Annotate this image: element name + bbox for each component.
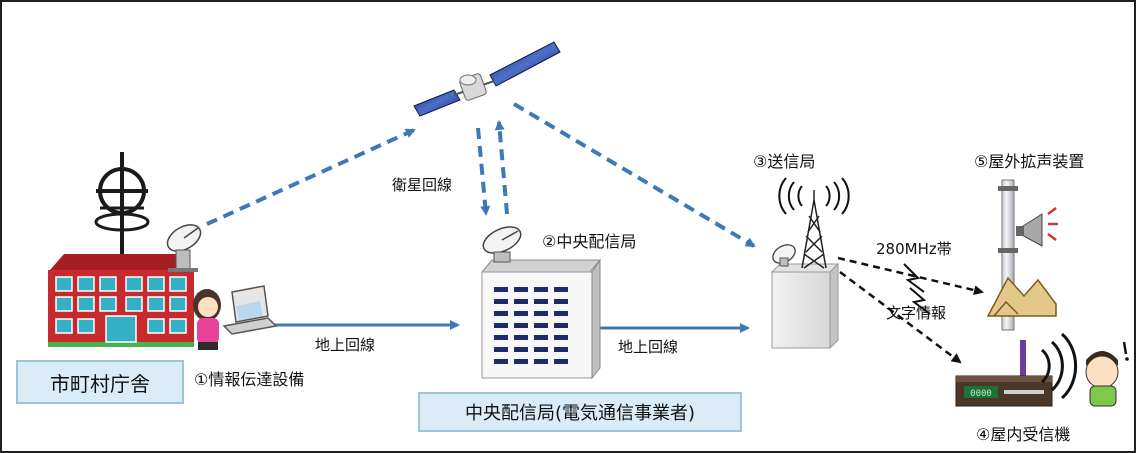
lightning-marks [903, 263, 931, 315]
city-hall-label-box: 市町村庁舎 [16, 360, 184, 404]
downlink-central-arrow [476, 127, 491, 216]
city-hall-label: 市町村庁舎 [50, 371, 150, 396]
ground-link-label-2: 地上回線 [618, 338, 679, 356]
sound-waves-icon [1040, 332, 1078, 400]
outdoor-speaker-label: ⑤屋外拡声装置 [974, 152, 1085, 171]
text-info-label: 文字情報 [886, 304, 947, 322]
transmitter-building [770, 262, 840, 350]
operator-person-icon [193, 289, 221, 350]
laptop-icon [222, 285, 278, 335]
cityhall-dish-icon [166, 224, 202, 273]
central-station-label: ②中央配信局 [542, 232, 637, 251]
central-dish-icon [482, 226, 522, 263]
transmitter-label: ③送信局 [753, 152, 816, 171]
central-station-building [480, 258, 602, 380]
ground-links [270, 320, 750, 333]
central-operator-label: 中央配信局(電気通信事業者) [464, 403, 696, 424]
uplink-central-arrow [494, 120, 509, 215]
radio-waves-icon [778, 177, 850, 215]
uplink-cityhall-arrow [206, 128, 416, 226]
antenna-tower-icon [801, 190, 827, 269]
wireless-links [837, 256, 984, 364]
downlink-transmitter-arrow [512, 102, 756, 248]
city-hall-building [48, 152, 194, 347]
ground-link-label-1: 地上回線 [315, 336, 376, 354]
indoor-receiver-label: ④屋内受信機 [976, 425, 1071, 444]
indoor-receiver-icon: 0000 [955, 340, 1053, 407]
wireless-to-outdoor-arrow [837, 256, 984, 296]
central-operator-label-box: 中央配信局(電気通信事業者) [418, 392, 742, 432]
transmitter-dish-icon [772, 244, 796, 267]
loudspeaker-icon [1016, 207, 1058, 247]
frequency-band-label: 280MHz帯 [876, 240, 952, 258]
wireless-to-indoor-arrow [839, 271, 962, 364]
receiver-display-text: 0000 [970, 389, 992, 399]
landscape-icon [986, 276, 1057, 317]
satellite-link-label: 衛星回線 [392, 176, 453, 194]
info-equipment-label: ①情報伝達設備 [194, 370, 305, 389]
listener-boy-icon [1085, 341, 1129, 407]
satellite-links [206, 102, 756, 248]
satellite-icon [413, 41, 561, 117]
